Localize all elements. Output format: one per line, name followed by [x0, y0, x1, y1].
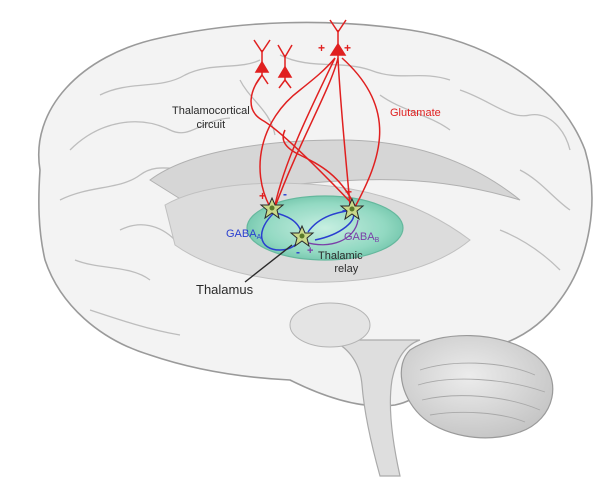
label-gaba-a-sub: A — [257, 234, 262, 241]
sign-plus: + — [307, 245, 313, 257]
label-thalamic-relay: Thalamic relay — [318, 250, 363, 276]
label-thalamocortical-line2: circuit — [196, 119, 225, 131]
sign-plus: + — [344, 41, 351, 55]
sign-minus: - — [283, 187, 287, 201]
sign-minus: - — [296, 245, 300, 259]
label-gaba-a-main: GABA — [226, 228, 257, 240]
label-thalamus: Thalamus — [196, 283, 253, 296]
sign-plus: + — [259, 189, 266, 203]
sign-minus: - — [342, 203, 346, 217]
pons — [290, 303, 370, 347]
label-thalamocortical-line1: Thalamocortical — [172, 105, 250, 117]
label-thalamic-line1: Thalamic — [318, 250, 363, 262]
label-glutamate: Glutamate — [390, 108, 441, 119]
cerebellum — [401, 336, 552, 438]
label-thalamocortical: Thalamocortical circuit — [172, 104, 250, 132]
sign-plus: + — [345, 185, 352, 199]
label-gaba-a: GABAA — [226, 229, 261, 241]
sign-plus: + — [318, 41, 325, 55]
label-thalamic-line2: relay — [322, 263, 358, 275]
label-gaba-b-main: GABA — [344, 231, 375, 243]
label-gaba-b-sub: B — [375, 237, 380, 244]
label-gaba-b: GABAB — [344, 232, 379, 244]
